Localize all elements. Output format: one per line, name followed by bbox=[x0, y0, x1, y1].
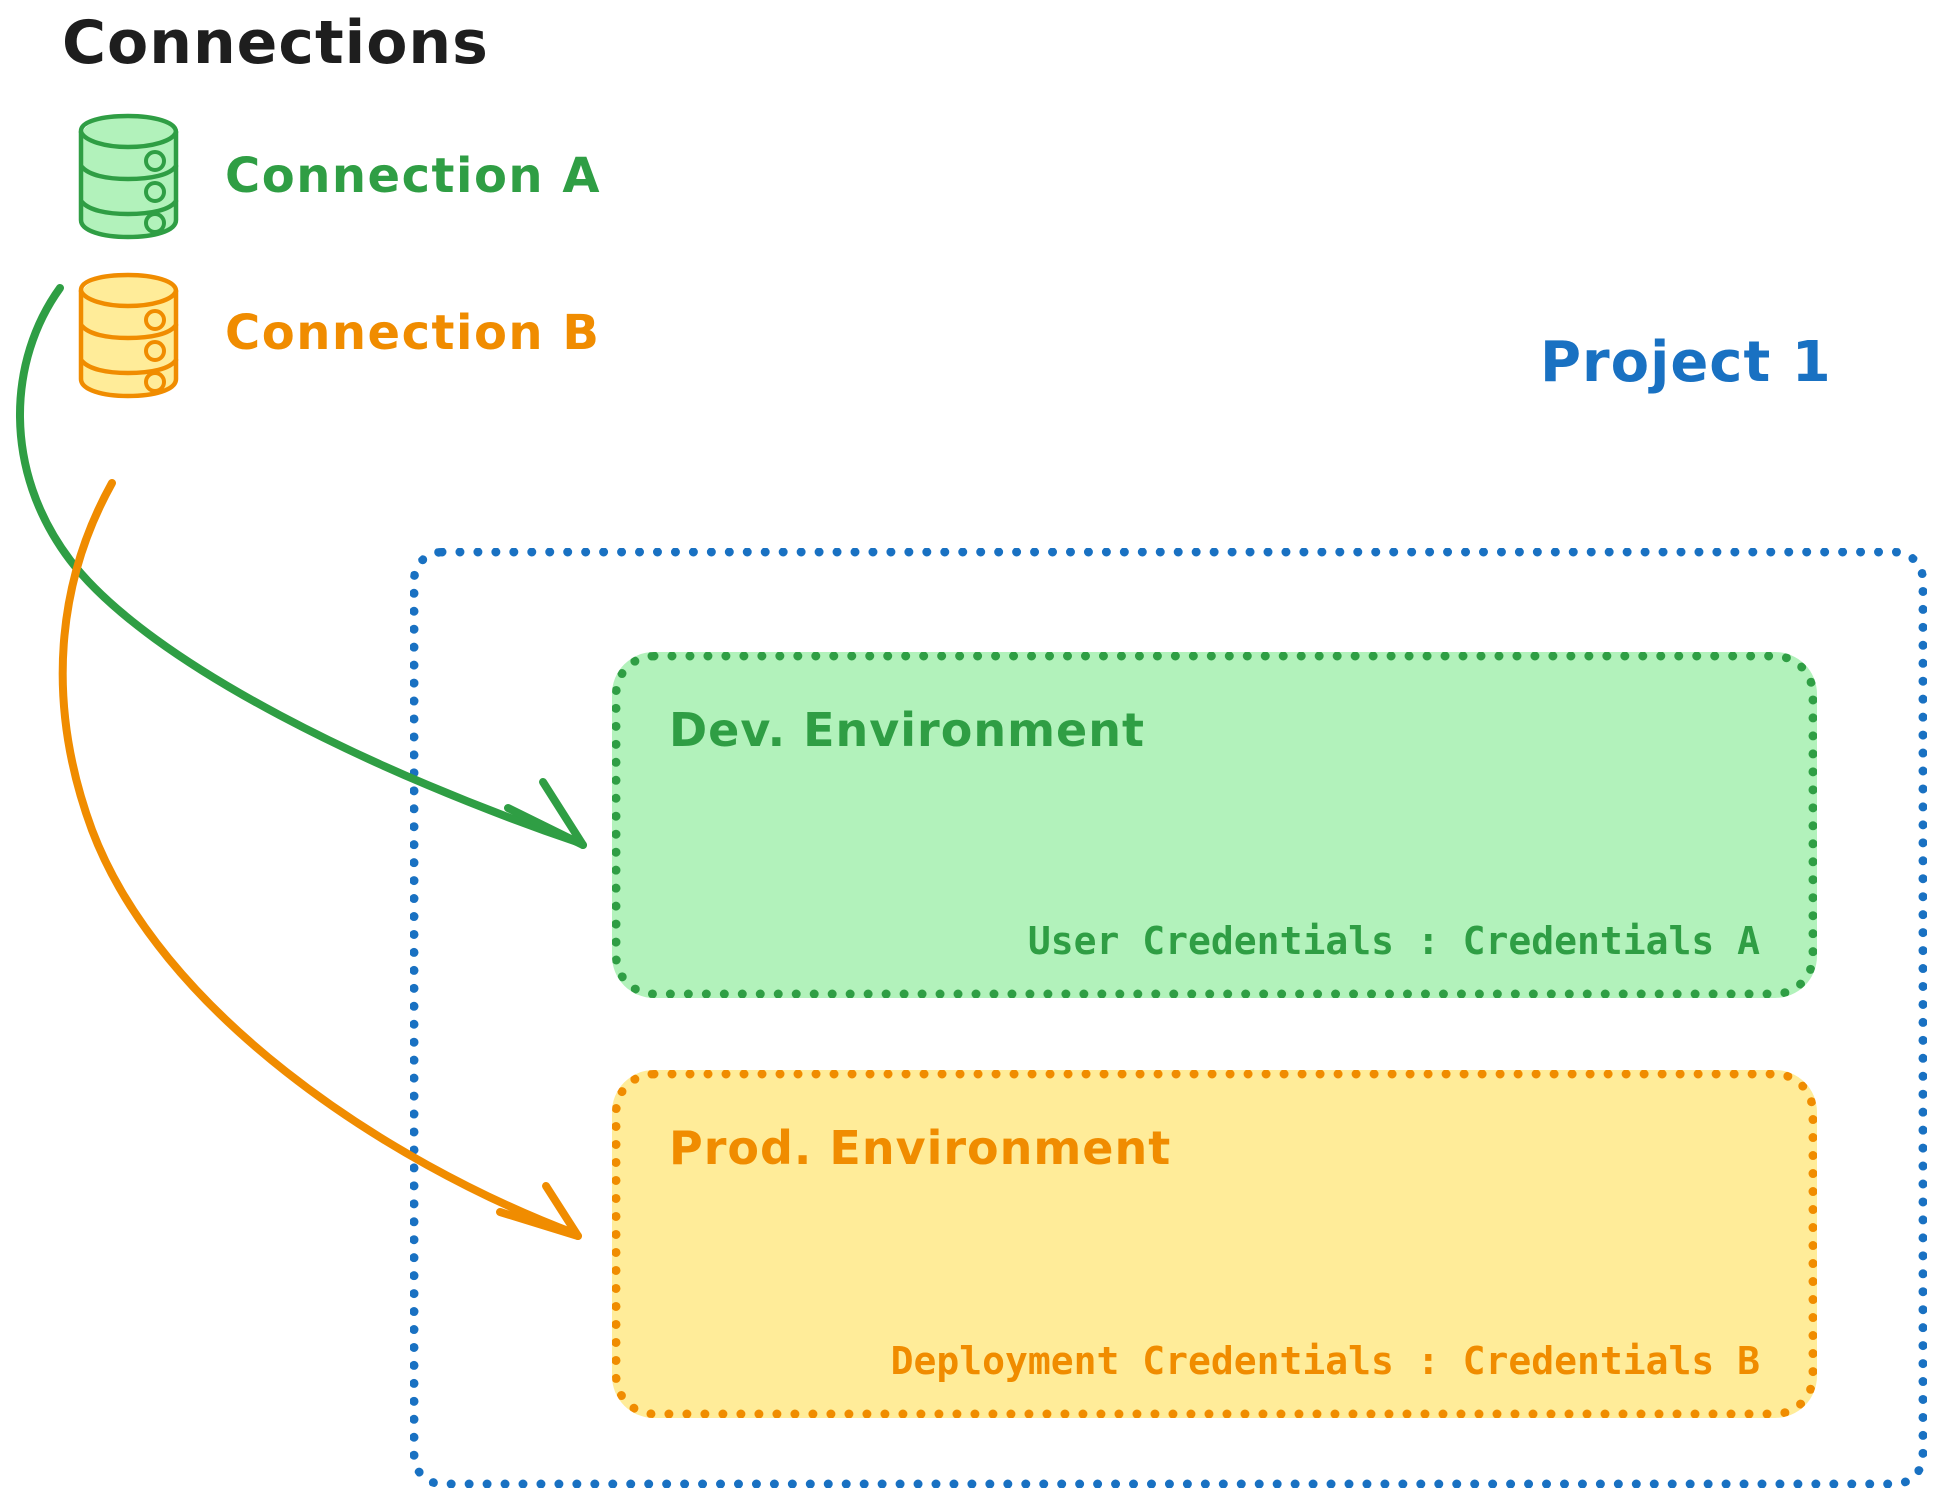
prod-credentials-text: Deployment Credentials : Credentials B bbox=[890, 1339, 1760, 1383]
dev-credentials-text: User Credentials : Credentials A bbox=[1027, 919, 1760, 963]
connection-a-label: Connection A bbox=[225, 148, 601, 204]
database-icon bbox=[75, 113, 185, 248]
connection-b-label: Connection B bbox=[225, 305, 601, 361]
dev-environment-box: Dev. Environment User Credentials : Cred… bbox=[612, 652, 1817, 998]
page-title: Connections bbox=[62, 8, 489, 78]
prod-environment-box: Prod. Environment Deployment Credentials… bbox=[612, 1070, 1817, 1418]
project-label: Project 1 bbox=[1540, 330, 1832, 395]
prod-environment-title: Prod. Environment bbox=[669, 1121, 1172, 1175]
dev-environment-title: Dev. Environment bbox=[669, 703, 1145, 757]
database-icon bbox=[75, 272, 185, 407]
